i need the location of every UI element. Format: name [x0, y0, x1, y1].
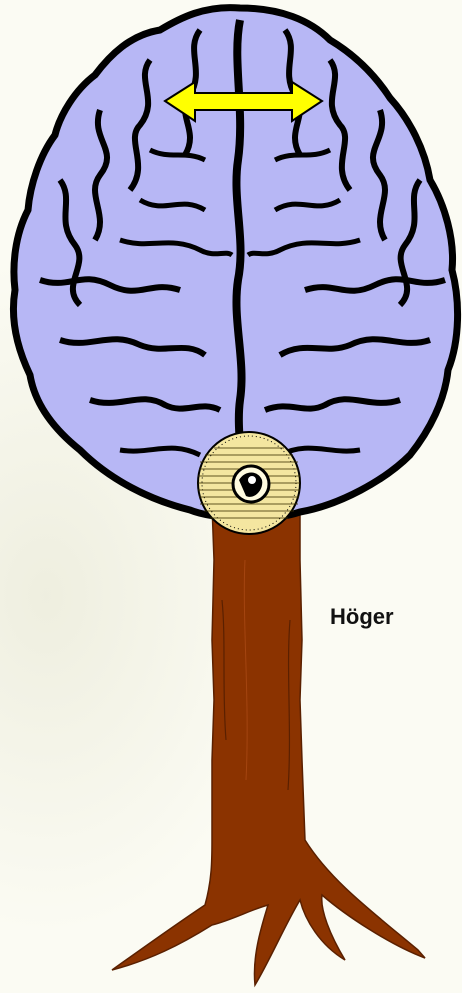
side-label: Höger [330, 604, 394, 630]
tree-trunk-icon [112, 505, 425, 985]
ring-icon [198, 432, 300, 534]
